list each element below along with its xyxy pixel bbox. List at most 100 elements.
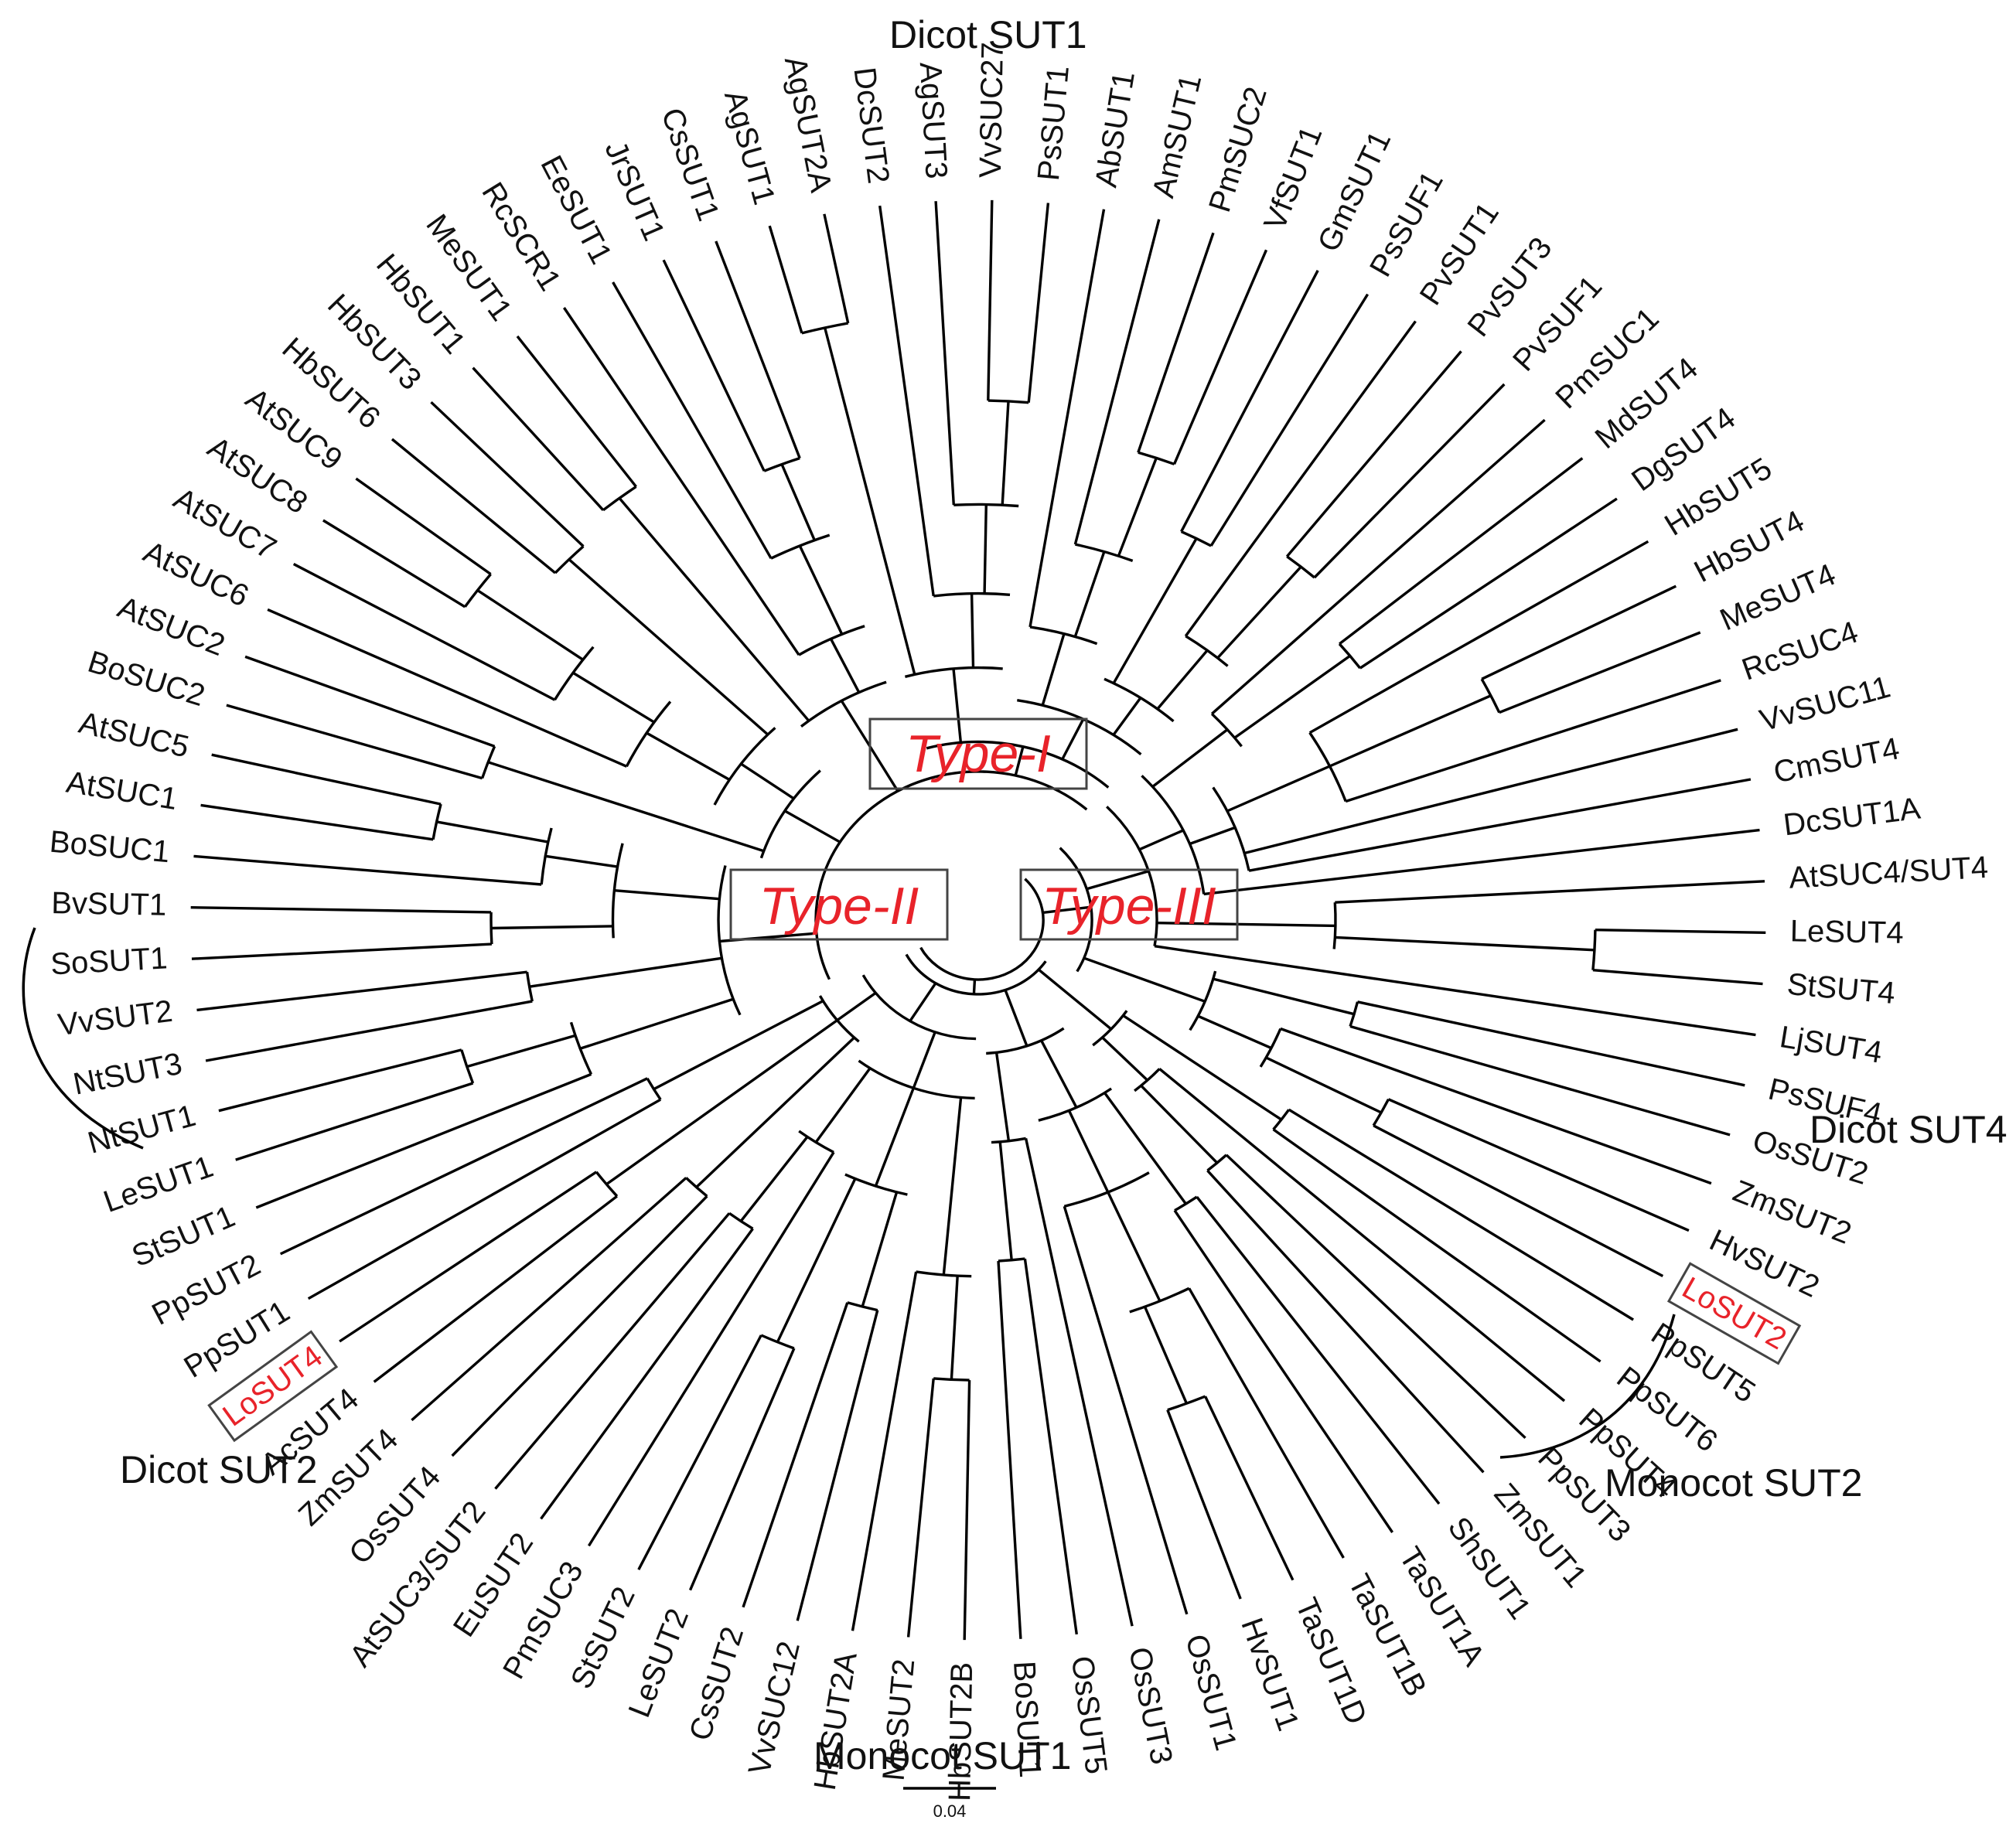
clade-stem [545, 854, 618, 868]
leaf-branch [1024, 1138, 1134, 1627]
clade-stem [568, 558, 769, 736]
clade-stem [466, 1034, 576, 1068]
type-i-label: Type-I [906, 724, 1051, 783]
clade-arc [986, 1027, 1065, 1055]
leaf-branch [796, 1310, 879, 1621]
leaf-branch [211, 753, 442, 806]
leaf-label: JrSUT1 [598, 136, 671, 246]
leaf-branch [1209, 293, 1370, 547]
leaf-branch [587, 1151, 835, 1547]
clade-stem [994, 1052, 1011, 1141]
clade-stem [491, 925, 613, 930]
clade-stem [1335, 936, 1595, 952]
group-label-monocot-sut2: Monocot SUT2 [1605, 1461, 1862, 1505]
leaf-branch [1243, 728, 1738, 855]
clade-arc [611, 843, 624, 939]
clade-stem [824, 327, 916, 675]
leaf-branch [516, 335, 637, 488]
leaf-branch [339, 1171, 598, 1343]
leaf-branch [411, 1177, 687, 1422]
clade-stem [1189, 826, 1236, 846]
clade-stem [1329, 694, 1492, 768]
leaf-label: DcSUT2 [847, 65, 895, 185]
leaf-branch [196, 970, 527, 1012]
clade-stem [1104, 1092, 1187, 1205]
leaf-branch [205, 1000, 533, 1062]
leaf-branch [279, 1077, 648, 1256]
clade-stem [1122, 1014, 1282, 1121]
clade-stem [1112, 537, 1198, 684]
clade-stem [783, 809, 841, 844]
leaf-label: VvSUC27 [974, 42, 1010, 178]
clade-stem [776, 1178, 857, 1343]
clade-stem [1040, 1040, 1078, 1109]
clade-stem [1086, 870, 1149, 891]
leaf-branch [1248, 778, 1752, 872]
type-ii-label: Type-II [759, 877, 919, 936]
clade-stem [646, 731, 731, 781]
clade-arc [770, 533, 831, 560]
leaf-branch [1027, 203, 1050, 403]
group-label-dicot-sut4: Dicot SUT4 [1810, 1108, 2007, 1151]
clade-stem [1117, 457, 1158, 557]
leaf-branch [878, 205, 935, 597]
leaf-branch [1184, 320, 1417, 637]
clade-stem [1226, 765, 1331, 813]
clade-stem [1216, 565, 1302, 659]
leaf-branch [1206, 1169, 1485, 1474]
clade-stem [1042, 905, 1091, 915]
clade-stem [1083, 956, 1206, 1003]
clade-arc [919, 878, 1045, 981]
clade-stem [529, 956, 722, 988]
group-label-monocot-sut1: Monocot SUT1 [814, 1734, 1071, 1777]
leaf-branch [1272, 1128, 1602, 1363]
leaf-branch [1173, 1209, 1394, 1533]
leaf-label: AtSUC1 [64, 765, 180, 816]
leaf-branch [267, 608, 627, 768]
leaf-branch [193, 854, 542, 886]
leaf-branch [190, 906, 492, 914]
leaf-branch [612, 281, 773, 560]
leaf-branch [1225, 1154, 1526, 1440]
scale-bar-label: 0.04 [933, 1801, 967, 1821]
leaf-label: CmSUT4 [1771, 731, 1902, 789]
leaf-label: PsSUT1 [1032, 64, 1076, 182]
leaf-branch [1196, 1196, 1441, 1505]
clade-stem [605, 1019, 838, 1186]
leaf-branch [292, 562, 556, 701]
clade-stem [1151, 728, 1229, 788]
leaf-branch [1387, 1098, 1690, 1232]
leaf-label: BoSUC2 [84, 645, 209, 713]
leaf-branch [1373, 1124, 1664, 1278]
leaf-branch [1073, 219, 1161, 545]
clade-stem [952, 668, 963, 743]
clade-stem [579, 997, 734, 1050]
leaf-branch [1203, 828, 1760, 896]
leaf-branch [355, 477, 492, 575]
clade-arc [814, 770, 1088, 980]
clade-stem [1004, 989, 1028, 1047]
leaf-branch [1188, 1287, 1345, 1559]
clade-arc [540, 827, 553, 885]
leaf-branch [742, 1302, 849, 1608]
clade-stem [618, 497, 810, 722]
clade-stem [983, 504, 988, 594]
leaf-label: AmSUT1 [1146, 71, 1208, 201]
leaf-label: NtSUT3 [70, 1047, 185, 1102]
clade-stem [861, 1191, 899, 1307]
clade-stem [614, 889, 720, 901]
group-label-dicot-sut2: Dicot SUT2 [120, 1448, 318, 1491]
leaf-branch [1158, 1068, 1566, 1402]
clade-stem [1156, 922, 1335, 928]
leaf-branch [1166, 1409, 1242, 1600]
clade-stem [814, 1067, 872, 1143]
leaf-label: AgSUT1 [718, 87, 781, 208]
leaf-label: VvSUC12 [742, 1638, 807, 1778]
leaf-label: BoSUC1 [48, 825, 171, 870]
leaf-branch [768, 225, 803, 334]
leaf-branch [226, 704, 483, 780]
leaf-label: AtSUC4/SUT4 [1788, 850, 1989, 895]
leaf-branch [688, 1348, 796, 1591]
leaf-label: DcSUT1A [1782, 791, 1922, 842]
clade-stem [798, 545, 844, 636]
